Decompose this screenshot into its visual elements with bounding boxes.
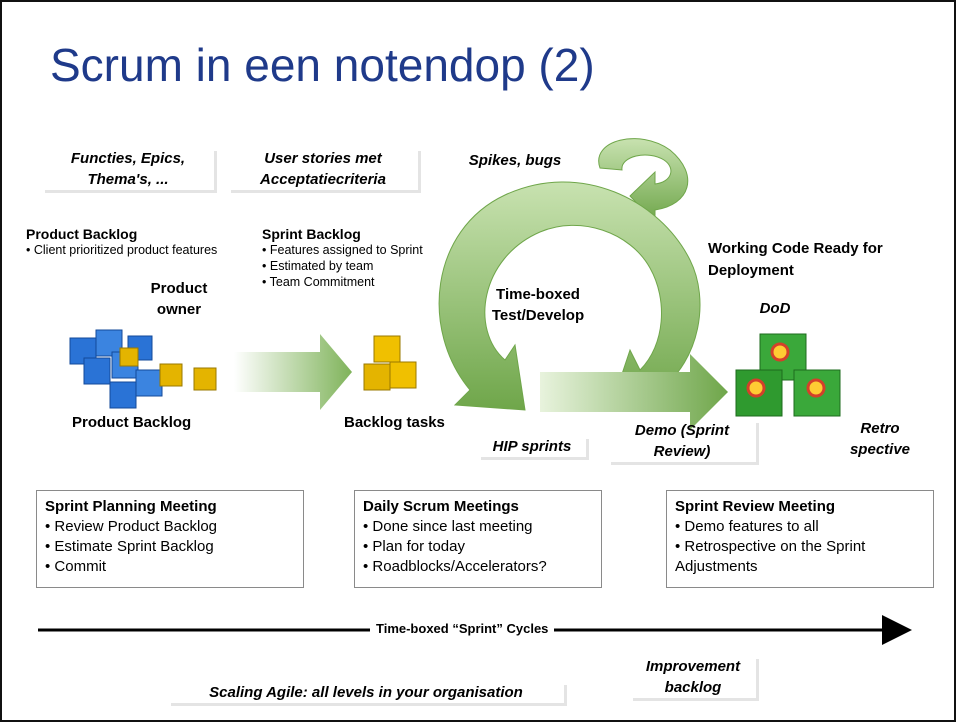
sprint-backlog-block: Sprint Backlog Features assigned to Spri… [262,226,432,290]
flow-arrow-1 [234,334,352,410]
sprint-backlog-heading: Sprint Backlog [262,226,361,242]
note-dod: DoD [759,300,791,317]
note-functies: Functies, Epics, Thema's, ... [42,148,214,190]
sprint-backlog-list: Features assigned to Sprint Estimated by… [262,242,432,290]
product-owner-label: Product owner [150,280,208,318]
list-item: Estimate Sprint Backlog [45,537,295,557]
small-loop-arrow [598,138,689,224]
product-backlog-block: Product Backlog Client prioritized produ… [26,226,231,258]
slide-title: Scrum in een notendop (2) [50,39,595,91]
cycle-label: Time-boxed Test/Develop [491,286,585,324]
list-item: Features assigned to Sprint [262,242,432,258]
list-item: Client prioritized product features [26,242,231,258]
note-user-stories: User stories met Acceptatiecriteria [228,148,418,190]
list-item: Commit [45,557,295,577]
dod-cubes [735,333,841,417]
meeting-title: Sprint Planning Meeting [45,498,217,515]
product-backlog-caption: Product Backlog [72,414,192,431]
note-demo: Demo (Sprint Review) [608,420,756,462]
note-improvement: Improvement backlog [630,656,756,698]
backlog-task-cubes [363,335,417,391]
meeting-box-review: Sprint Review Meeting Demo features to a… [666,490,934,588]
note-hip-sprints: HIP sprints [478,436,586,457]
meeting-box-daily-scrum: Daily Scrum Meetings Done since last mee… [354,490,602,588]
working-code-label: Working Code Ready for Deployment [708,240,883,279]
list-item: Done since last meeting [363,517,593,537]
product-backlog-list: Client prioritized product features [26,242,231,258]
note-retrospective: Retro spective [849,420,911,458]
backlog-tasks-caption: Backlog tasks [344,414,445,431]
list-item: Retrospective on the Sprint Adjustments [675,537,925,577]
meeting-title: Sprint Review Meeting [675,498,836,515]
list-item: Team Commitment [262,274,432,290]
flow-arrow-2 [540,354,728,430]
timeline-label: Time-boxed “Sprint” Cycles [370,621,555,636]
note-spikes: Spikes, bugs [468,152,562,169]
meeting-box-planning: Sprint Planning Meeting Review Product B… [36,490,304,588]
list-item: Demo features to all [675,517,925,537]
note-scaling: Scaling Agile: all levels in your organi… [168,682,564,703]
list-item: Plan for today [363,537,593,557]
product-backlog-heading: Product Backlog [26,226,138,242]
list-item: Roadblocks/Accelerators? [363,557,593,577]
meeting-title: Daily Scrum Meetings [363,498,519,515]
list-item: Review Product Backlog [45,517,295,537]
list-item: Estimated by team [262,258,432,274]
product-backlog-cubes [69,329,217,409]
